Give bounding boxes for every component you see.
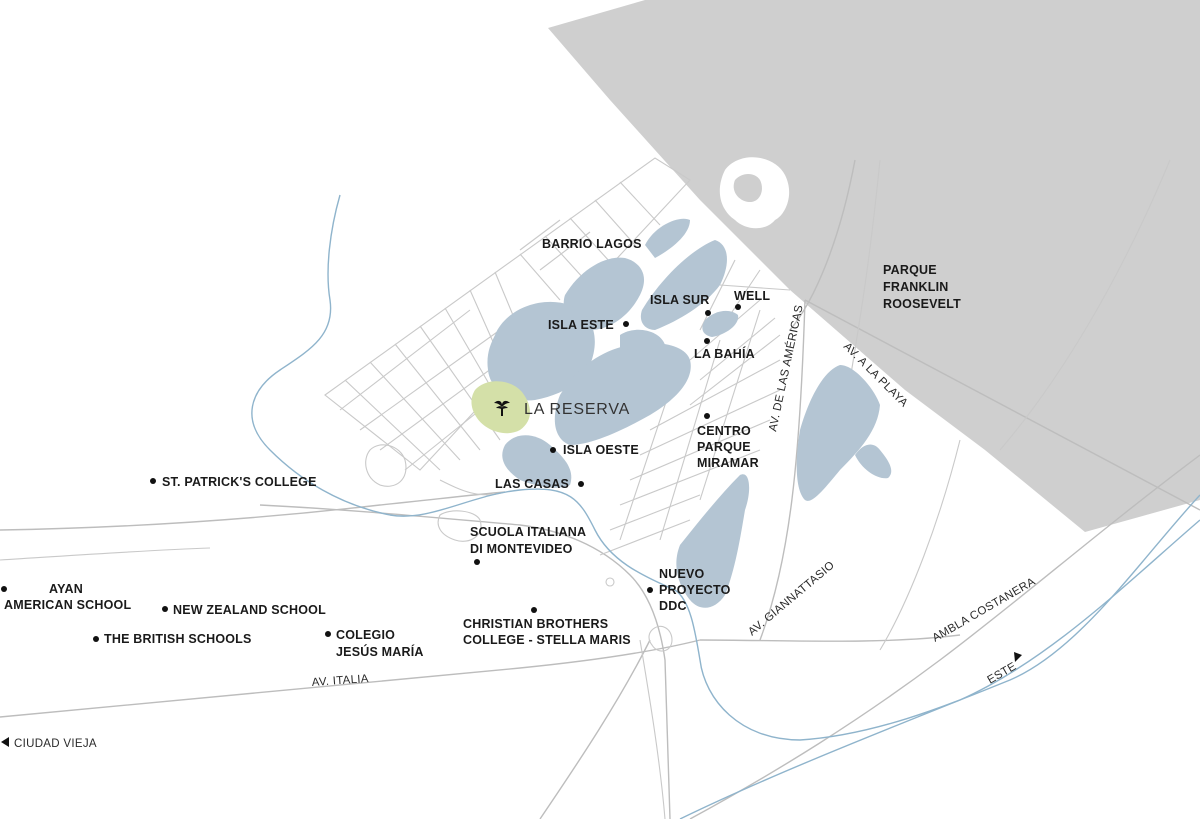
poi-la-bahia[interactable]: LA BAHÍA [694,346,755,361]
street-av-italia: AV. ITALIA [311,673,369,689]
poi-christian-line1[interactable]: CHRISTIAN BROTHERS [463,617,608,631]
poi-well-dot[interactable] [735,304,741,310]
poi-scuola-line2[interactable]: DI MONTEVIDEO [470,542,573,556]
poi-british[interactable]: THE BRITISH SCHOOLS [104,632,252,646]
arrow-right-icon [1014,652,1022,662]
poi-nuevo-line1[interactable]: NUEVO [659,567,705,581]
street-av-giannattasio: AV. GIANNATTASIO [746,559,837,638]
poi-centro-line3[interactable]: MIRAMAR [697,456,759,470]
poi-colegio-line1[interactable]: COLEGIO [336,628,395,642]
poi-isla-sur-dot[interactable] [705,310,711,316]
park-label-line2: FRANKLIN [883,280,948,294]
park-label-line1: PARQUE [883,263,937,277]
poi-st-patricks-dot[interactable] [150,478,156,484]
park-franklin-roosevelt-area[interactable] [548,0,1200,532]
poi-st-patricks[interactable]: ST. PATRICK'S COLLEGE [162,475,317,489]
palm-tree-icon [494,400,510,416]
road-network [0,157,1200,819]
arrow-left-icon [1,737,9,747]
coastline [679,519,1200,819]
poi-nuevo-line2[interactable]: PROYECTO [659,583,731,597]
poi-christian-dot[interactable] [531,607,537,613]
brand-name-label[interactable]: LA RESERVA [524,401,630,418]
direction-ciudad-vieja[interactable]: CIUDAD VIEJA [14,738,97,750]
poi-well[interactable]: WELL [734,289,770,303]
poi-isla-este[interactable]: ISLA ESTE [548,318,614,332]
poi-isla-oeste-dot[interactable] [550,447,556,453]
poi-ayan-line1[interactable]: AYAN [49,582,83,596]
poi-barrio-lagos[interactable]: BARRIO LAGOS [542,237,642,251]
poi-scuola-line1[interactable]: SCUOLA ITALIANA [470,525,586,539]
poi-isla-sur[interactable]: ISLA SUR [650,293,709,307]
park-label-line3: ROOSEVELT [883,297,961,311]
poi-la-bahia-dot[interactable] [704,338,710,344]
poi-centro-line2[interactable]: PARQUE [697,440,751,454]
poi-ayan-line2[interactable]: AMERICAN SCHOOL [4,598,131,612]
poi-isla-oeste[interactable]: ISLA OESTE [563,443,639,457]
street-rambla-costanera: AMBLA COSTANERA [931,576,1038,645]
poi-centro-dot[interactable] [704,413,710,419]
poi-new-zealand-dot[interactable] [162,606,168,612]
poi-isla-este-dot[interactable] [623,321,629,327]
poi-christian-line2[interactable]: COLLEGE - STELLA MARIS [463,633,631,647]
poi-centro-line1[interactable]: CENTRO [697,424,751,438]
poi-colegio-dot[interactable] [325,631,331,637]
poi-ayan-dot[interactable] [1,586,7,592]
poi-las-casas[interactable]: LAS CASAS [495,477,569,491]
poi-nuevo-dot[interactable] [647,587,653,593]
poi-nuevo-line3[interactable]: DDC [659,599,687,613]
poi-scuola-dot[interactable] [474,559,480,565]
poi-markers[interactable]: BARRIO LAGOS ISLA SUR WELL ISLA ESTE LA … [1,237,770,659]
poi-new-zealand[interactable]: NEW ZEALAND SCHOOL [173,603,326,617]
lakes [487,218,892,608]
poi-las-casas-dot[interactable] [578,481,584,487]
poi-british-dot[interactable] [93,636,99,642]
poi-colegio-line2[interactable]: JESÚS MARÍA [336,644,424,659]
park-pond-island [733,174,762,202]
